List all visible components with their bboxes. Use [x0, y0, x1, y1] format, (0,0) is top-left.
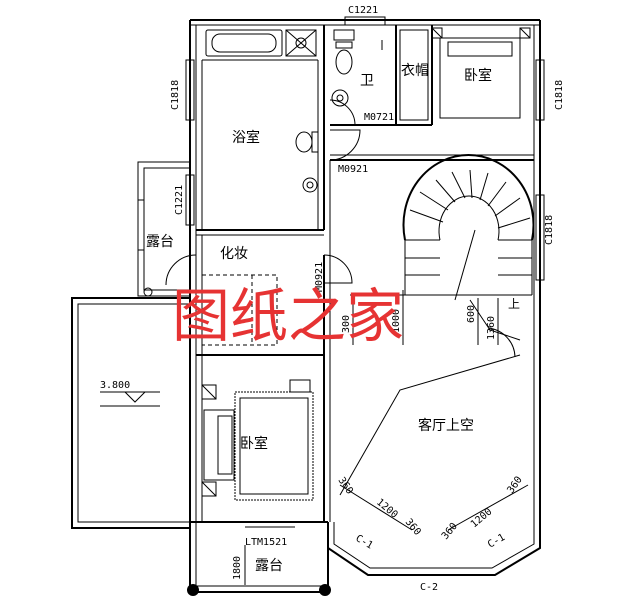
window-right-top-label: C1818 [554, 80, 565, 110]
label-living-void: 客厅上空 [418, 417, 474, 434]
label-terrace-bottom: 露台 [255, 558, 283, 574]
door-terrace-label: LTM1521 [245, 537, 287, 548]
label-bedroom-top: 卧室 [464, 67, 492, 84]
dim-300: 300 [341, 315, 352, 333]
left-terrace-outline [71, 161, 191, 529]
elevation-label: 3.800 [100, 380, 130, 391]
label-vanity: 化妆 [220, 246, 248, 262]
dim-600: 600 [466, 305, 477, 323]
dim-1000: 1000 [391, 309, 402, 333]
elevation-marker [100, 391, 160, 407]
label-bedroom-bottom: 卧室 [240, 435, 268, 452]
door-bath-label: M0921 [338, 164, 368, 175]
bed-top [431, 27, 531, 119]
label-wardrobe: 衣帽 [401, 63, 429, 79]
bathtub [205, 29, 317, 57]
dim-bay-r3: 360 [505, 475, 524, 496]
watermark: 图纸之家 [172, 282, 404, 350]
doors [165, 99, 361, 286]
dim-terrace-depth: 1800 [232, 556, 243, 580]
window-right-stair-label: C1818 [544, 215, 555, 245]
vanity-cabinet [201, 274, 278, 346]
window-left-top-label: C1818 [170, 80, 181, 110]
dim-bay-r2: 1200 [469, 506, 495, 530]
window-bay-left-label: C-1 [354, 533, 375, 552]
label-terrace-left: 露台 [146, 234, 174, 250]
exterior-walls [189, 19, 541, 576]
bottom-terrace [187, 522, 331, 596]
window-top-label: C1221 [348, 5, 378, 16]
stair-up-mark: 上 [508, 297, 520, 311]
staircase [350, 154, 535, 358]
window-marks [137, 16, 545, 281]
bath-fixtures [295, 131, 319, 193]
dim-bay-l3: 360 [403, 517, 423, 538]
dim-bay-r1: 360 [440, 521, 460, 542]
label-bath: 浴室 [232, 129, 260, 146]
interior-walls [196, 25, 534, 522]
window-bay-bottom-label: C-2 [420, 582, 438, 593]
dimension-lines [244, 290, 529, 585]
wc-fixtures [331, 29, 383, 107]
window-bay-right-label: C-1 [486, 532, 507, 551]
window-left-mid-label: C1221 [174, 185, 185, 215]
dim-bay-l1: 360 [336, 475, 355, 496]
label-wc: 卫 [360, 73, 374, 89]
dim-1360: 1360 [486, 316, 497, 340]
door-vanity-label: M0921 [314, 262, 325, 292]
bed-bottom [201, 379, 314, 501]
door-wc-label: M0721 [364, 112, 394, 123]
void-lines [339, 229, 521, 496]
